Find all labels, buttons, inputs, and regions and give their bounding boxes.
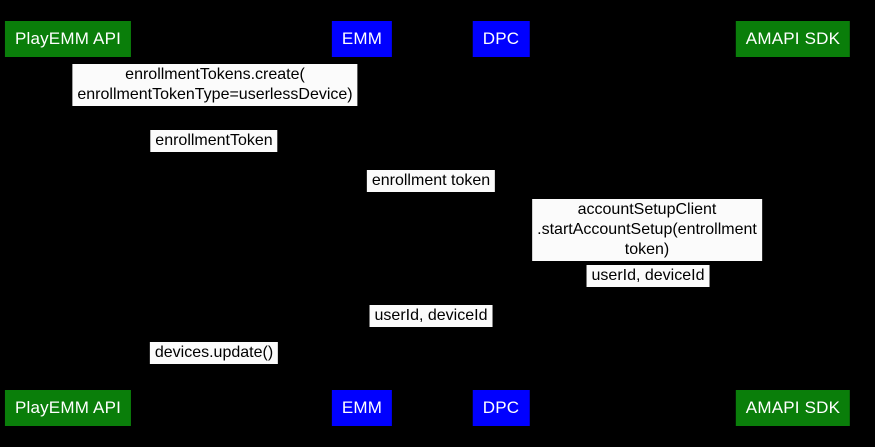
message-devices-update: devices.update() — [149, 342, 279, 364]
actor-amapi-sdk-bottom: AMAPI SDK — [735, 390, 851, 426]
message-enrollment-token-forward: enrollment token — [366, 170, 496, 192]
actor-playemm-api-top: PlayEMM API — [4, 21, 132, 57]
actor-playemm-api-bottom: PlayEMM API — [4, 390, 132, 426]
actor-dpc-bottom: DPC — [472, 390, 530, 426]
message-userid-deviceid-return: userId, deviceId — [586, 265, 710, 287]
actor-emm-top: EMM — [331, 21, 393, 57]
message-userid-deviceid-forward: userId, deviceId — [369, 305, 493, 327]
message-start-account-setup: accountSetupClient .startAccountSetup(en… — [532, 199, 762, 261]
message-enrollment-token-return: enrollmentToken — [150, 130, 278, 152]
actor-amapi-sdk-top: AMAPI SDK — [735, 21, 851, 57]
actor-emm-bottom: EMM — [331, 390, 393, 426]
actor-dpc-top: DPC — [472, 21, 530, 57]
message-enrollment-tokens-create: enrollmentTokens.create( enrollmentToken… — [72, 64, 358, 106]
